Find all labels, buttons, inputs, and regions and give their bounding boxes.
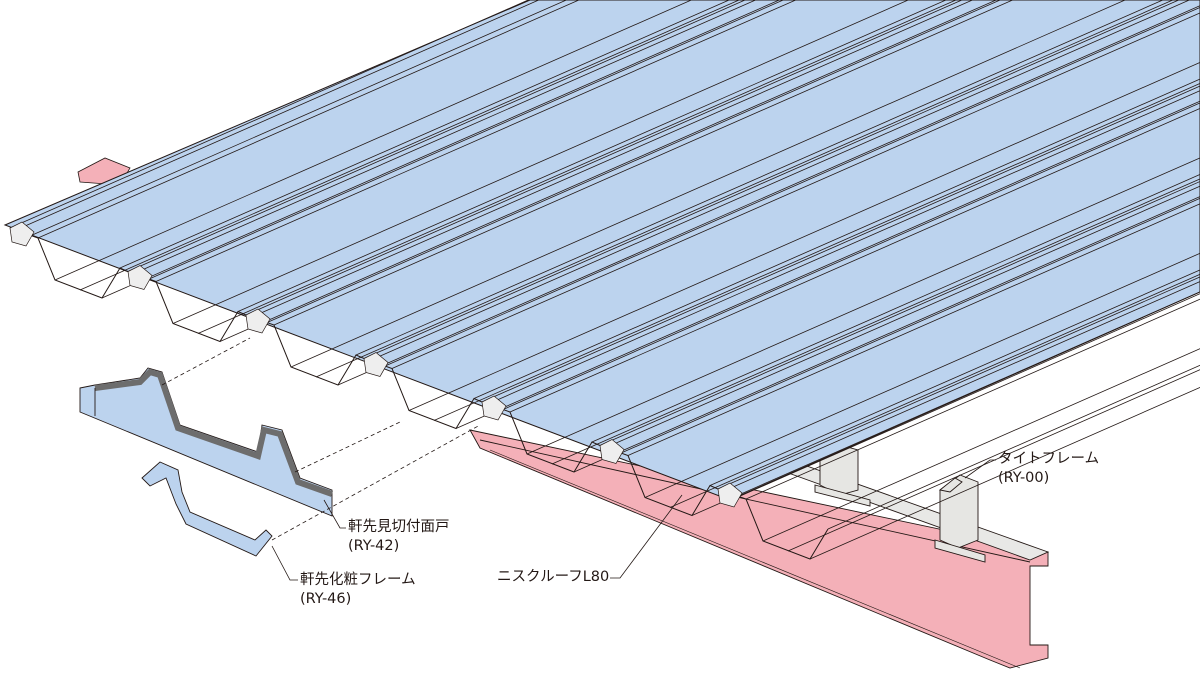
roof-rib-line: [717, 276, 1200, 490]
roof-rib-line: [79, 0, 741, 291]
roof-rib-line: [133, 0, 757, 274]
roof-rib-line: [355, 0, 1164, 356]
roof-rib-line: [526, 157, 1200, 455]
roof-rib-line: [172, 0, 910, 324]
tight-frame-ry00: [814, 444, 986, 563]
roof-rib-line: [723, 281, 1200, 492]
roof-rib-line: [745, 298, 1200, 500]
roof-rib-line: [219, 0, 998, 342]
roof-rib-line: [433, 83, 1200, 421]
label-roof-name: ニスクルーフL80: [497, 569, 610, 585]
roof-rib-line: [29, 0, 568, 237]
roof-rib-line: [644, 252, 1200, 498]
roof-rib-line: [473, 78, 1200, 399]
label-ry00-name: タイトフレーム: [998, 451, 1100, 467]
roof-rib-line: [501, 102, 1200, 411]
roof-rib-line: [737, 293, 1200, 498]
label-ry42: 軒先見切付面戸 (RY-42): [348, 518, 450, 556]
roof-rib-line: [627, 203, 1200, 456]
roof-rib-line: [391, 12, 1200, 369]
leader-lines: [271, 459, 996, 581]
guide-lines: [161, 337, 481, 541]
roof-rib-line: [787, 369, 1200, 552]
roof-rib-line: [37, 0, 580, 239]
roof-rib-line: [251, 0, 974, 318]
eave-frame-ry46: [141, 461, 273, 557]
roof-rib-line: [605, 185, 1200, 448]
label-ry42-code: (RY-42): [348, 538, 400, 554]
roof-rib-line: [273, 0, 1014, 326]
roof-rib-line: [197, 0, 957, 334]
roof-rib-line: [481, 85, 1200, 403]
roof-rib-line: [54, 0, 693, 281]
roof-rib-line: [245, 0, 963, 316]
label-ry42-name: 軒先見切付面戸: [348, 519, 450, 535]
roof-rib-line: [809, 386, 1200, 560]
roof-rib-line: [551, 178, 1200, 465]
roof-rib-line: [487, 90, 1200, 405]
roof-rib-line: [15, 0, 540, 231]
roof-rib-line: [363, 0, 1180, 359]
roof-rib-line: [101, 0, 781, 299]
roof-rib-line: [619, 197, 1200, 454]
roof-rib-line: [237, 0, 947, 312]
rib-cap: [363, 352, 389, 377]
roof-rib-line: [408, 62, 1200, 411]
roof-rib-line: [315, 0, 1174, 378]
rib-cap: [717, 482, 743, 508]
roof-rib-line: [369, 0, 1191, 361]
roof-rib-line: [383, 7, 1200, 367]
roof-deck: [3, 0, 1200, 560]
label-ry46: 軒先化粧フレーム (RY-46): [300, 571, 416, 609]
label-ry00-code: (RY-00): [998, 470, 1050, 486]
roof-rib-line: [147, 0, 785, 280]
roof-rib-line: [9, 0, 530, 229]
roof-rib-line: [127, 0, 747, 272]
roof-rib-line: [669, 273, 1200, 508]
roof-rib-line: [455, 100, 1200, 429]
rib-cap: [599, 439, 625, 464]
eave-closure-ry42: [79, 367, 333, 517]
roof-rib-line: [709, 269, 1200, 486]
roof-rib-line: [827, 364, 1200, 530]
label-ry00: タイトフレーム (RY-00): [998, 450, 1099, 488]
roof-rib-line: [155, 0, 797, 282]
roof-rib-line: [509, 107, 1200, 413]
rib-cap: [9, 221, 35, 247]
rib-cap: [245, 308, 271, 334]
label-roof: ニスクルーフL80: [497, 568, 609, 587]
roof-rib-line: [691, 291, 1200, 516]
label-ry46-name: 軒先化粧フレーム: [300, 572, 416, 588]
roof-rib-line: [573, 196, 1200, 473]
roof-rib-line: [762, 348, 1200, 542]
roof-rib-line: [337, 5, 1200, 386]
rib-cap: [481, 395, 507, 421]
label-ry46-code: (RY-46): [300, 591, 352, 607]
roof-rib-line: [599, 181, 1200, 446]
rib-cap: [127, 265, 153, 290]
roof-rib-line: [290, 0, 1127, 368]
roof-rib-line: [265, 0, 1002, 324]
roof-rib-line: [591, 174, 1200, 443]
roof-rib-line: [119, 0, 731, 269]
